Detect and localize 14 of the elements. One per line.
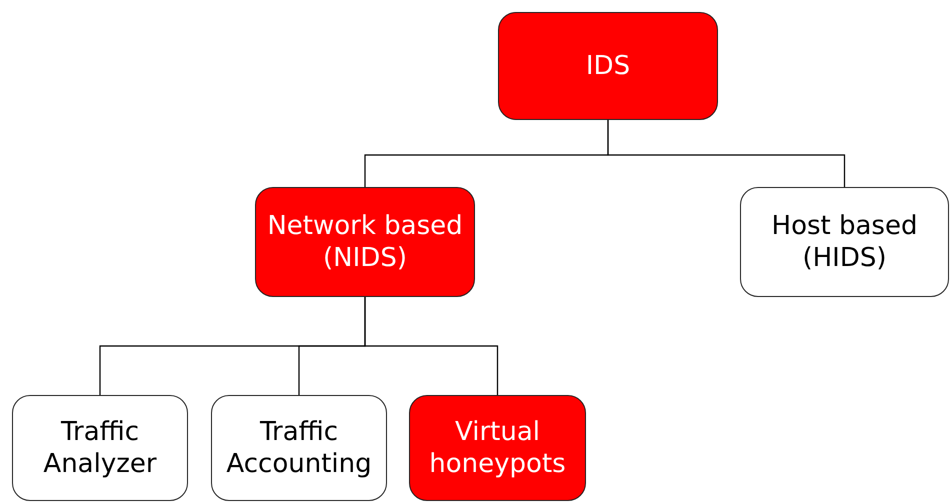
connector-line: [364, 297, 498, 395]
process-box: [498, 12, 718, 120]
node-label: Traffic Analyzer: [42, 416, 158, 480]
node-label: Traffic Accounting: [225, 416, 373, 480]
node-label: Virtual honeypots: [428, 416, 567, 480]
connector-line: [607, 120, 846, 187]
process-box: [409, 395, 586, 501]
node-label: Network based (NIDS): [266, 210, 464, 274]
process-box: [12, 395, 188, 501]
node-label: Host based (HIDS): [770, 210, 918, 274]
process-box: [255, 187, 475, 297]
process-box: [211, 395, 387, 501]
process-box: [740, 187, 949, 297]
node-label: IDS: [584, 50, 632, 82]
